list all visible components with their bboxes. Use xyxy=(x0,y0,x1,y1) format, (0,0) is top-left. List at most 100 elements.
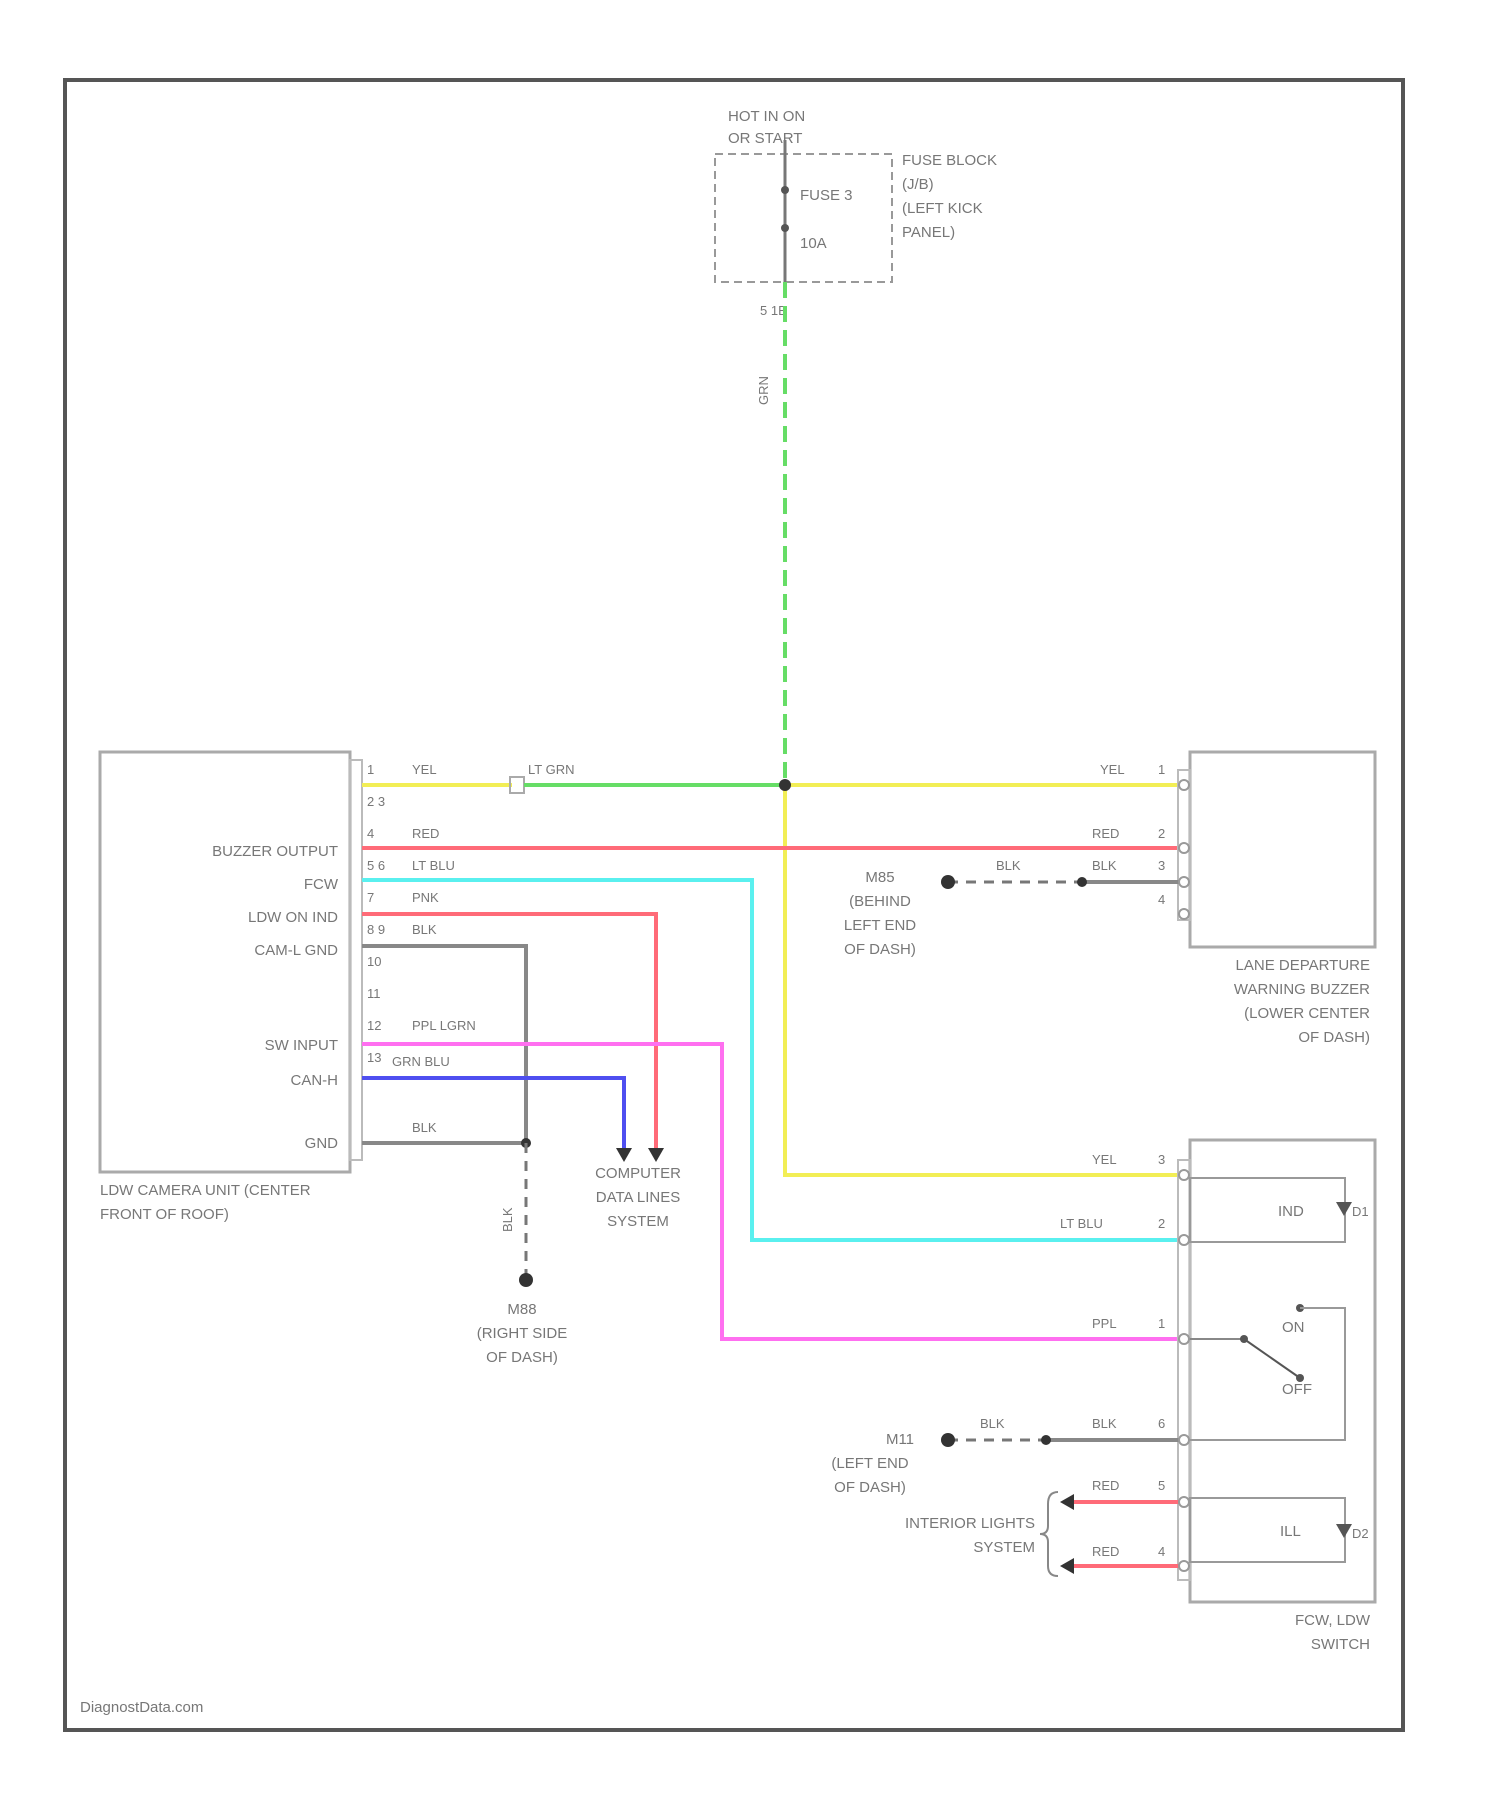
pin-number: 7 xyxy=(367,890,374,905)
ground-m85-label: LEFT END xyxy=(844,917,916,934)
pin-label-ldw-on-ind: LDW ON IND xyxy=(248,909,338,926)
switch-connector xyxy=(1178,1160,1190,1580)
illumination-diode-icon xyxy=(1336,1524,1352,1538)
switch-on-label: ON xyxy=(1282,1319,1305,1336)
interior-lights-brace xyxy=(1040,1492,1058,1576)
switch-indicator-box xyxy=(1190,1178,1345,1242)
wire-label: BLK xyxy=(1092,858,1117,873)
wire-label: BLK xyxy=(980,1416,1005,1431)
pin-number: 6 xyxy=(1158,1416,1165,1431)
ground-m85-label: OF DASH) xyxy=(844,941,916,958)
ground-m88-label: OF DASH) xyxy=(486,1349,558,1366)
pin-number: 2 xyxy=(1158,1216,1165,1231)
pin-number: 4 xyxy=(1158,1544,1165,1559)
fuse-terminal-label: 5 1B xyxy=(760,303,787,318)
pin-label-gnd: GND xyxy=(305,1135,339,1152)
ground-m11-label: OF DASH) xyxy=(834,1479,906,1496)
pin-number: 13 xyxy=(367,1050,381,1065)
fuse-block-label: (LEFT KICK xyxy=(902,200,983,217)
wire-label: YEL xyxy=(1100,762,1125,777)
pin-number: 1 xyxy=(367,762,374,777)
interior-lights-arrow xyxy=(1060,1558,1074,1574)
pin-label-fcw: FCW xyxy=(304,876,339,893)
fuse-node xyxy=(781,224,789,232)
switch-label: FCW, LDW xyxy=(1295,1612,1371,1629)
diagram-frame xyxy=(65,80,1403,1730)
watermark: DiagnostData.com xyxy=(80,1699,203,1716)
wire-label: BLK xyxy=(412,1120,437,1135)
wire-label: RED xyxy=(412,826,439,841)
buzzer-label: OF DASH) xyxy=(1298,1029,1370,1046)
switch-d2-label: D2 xyxy=(1352,1526,1369,1541)
switch-label: SWITCH xyxy=(1311,1636,1370,1653)
data-lines-label: SYSTEM xyxy=(607,1213,669,1230)
interior-lights-label: SYSTEM xyxy=(973,1539,1035,1556)
pin-number: 3 xyxy=(1158,1152,1165,1167)
pin-number: 5 xyxy=(1158,1478,1165,1493)
wire-label: YEL xyxy=(1092,1152,1117,1167)
camera-unit-label: LDW CAMERA UNIT (CENTER xyxy=(100,1182,311,1199)
ldw-camera-unit-box xyxy=(100,752,350,1172)
switch-illumination-box xyxy=(1190,1498,1345,1562)
buzzer-label: (LOWER CENTER xyxy=(1244,1005,1370,1022)
wire-label: BLK xyxy=(1092,1416,1117,1431)
wire-label: RED xyxy=(1092,1544,1119,1559)
buzzer-label: LANE DEPARTURE xyxy=(1236,957,1370,974)
wire-splice-connector xyxy=(510,777,524,793)
fuse-rating: 10A xyxy=(800,235,827,252)
ground-m85-label: (BEHIND xyxy=(849,893,911,910)
terminal-markers xyxy=(1179,780,1189,1571)
wire-label: YEL xyxy=(412,762,437,777)
switch-off-label: OFF xyxy=(1282,1381,1312,1398)
ground-m85-label: M85 xyxy=(865,869,894,886)
switch-ill-label: ILL xyxy=(1280,1523,1301,1540)
fuse-label: FUSE 3 xyxy=(800,187,853,204)
fuse-block-label: FUSE BLOCK xyxy=(902,152,997,169)
ground-m88-label: (RIGHT SIDE xyxy=(477,1325,568,1342)
indicator-diode-icon xyxy=(1336,1202,1352,1216)
power-label: OR START xyxy=(728,130,802,147)
pin-number: 2 3 xyxy=(367,794,385,809)
wire-label: BLK xyxy=(996,858,1021,873)
ground-splice-node xyxy=(1041,1435,1051,1445)
fuse-block-box xyxy=(715,154,892,282)
data-lines-arrow xyxy=(648,1148,664,1162)
pin-number: 3 xyxy=(1158,858,1165,873)
pin-label-can-h: CAN-H xyxy=(291,1072,339,1089)
data-lines-label: DATA LINES xyxy=(596,1189,680,1206)
ground-m11-label: (LEFT END xyxy=(831,1455,908,1472)
wire-ppl-sw-input xyxy=(362,1044,1180,1339)
wire-blu-can xyxy=(362,1078,624,1148)
wire-yel-switch xyxy=(785,785,1180,1175)
wire-label: LT GRN xyxy=(528,762,574,777)
switch-blade xyxy=(1244,1339,1300,1378)
ground-m11-node xyxy=(941,1433,955,1447)
pin-number: 4 xyxy=(1158,892,1165,907)
switch-d1-label: D1 xyxy=(1352,1204,1369,1219)
wire-lt-blu-fcw xyxy=(362,880,1180,1240)
wire-pnk-ldw-ind xyxy=(362,914,656,1148)
interior-lights-arrow xyxy=(1060,1494,1074,1510)
wire-label: LT BLU xyxy=(1060,1216,1103,1231)
ground-m88-label: M88 xyxy=(507,1301,536,1318)
power-label: HOT IN ON xyxy=(728,108,805,125)
pin-number: 4 xyxy=(367,826,374,841)
buzzer-label: WARNING BUZZER xyxy=(1234,981,1370,998)
data-lines-arrow xyxy=(616,1148,632,1162)
ground-m88-node xyxy=(519,1273,533,1287)
ldw-camera-connector xyxy=(350,760,362,1160)
pin-number: 10 xyxy=(367,954,381,969)
wire-label: PPL xyxy=(1092,1316,1117,1331)
feed-wire-label: GRN xyxy=(756,376,771,405)
fuse-block-label: PANEL) xyxy=(902,224,955,241)
wire-label: RED xyxy=(1092,826,1119,841)
pin-number: 1 xyxy=(1158,1316,1165,1331)
pin-number: 1 xyxy=(1158,762,1165,777)
buzzer-box xyxy=(1190,752,1375,947)
ground-m11-label: M11 xyxy=(886,1431,914,1448)
wire-label: BLK xyxy=(412,922,437,937)
pin-number: 2 xyxy=(1158,826,1165,841)
wire-label: RED xyxy=(1092,1478,1119,1493)
fuse-node xyxy=(781,186,789,194)
